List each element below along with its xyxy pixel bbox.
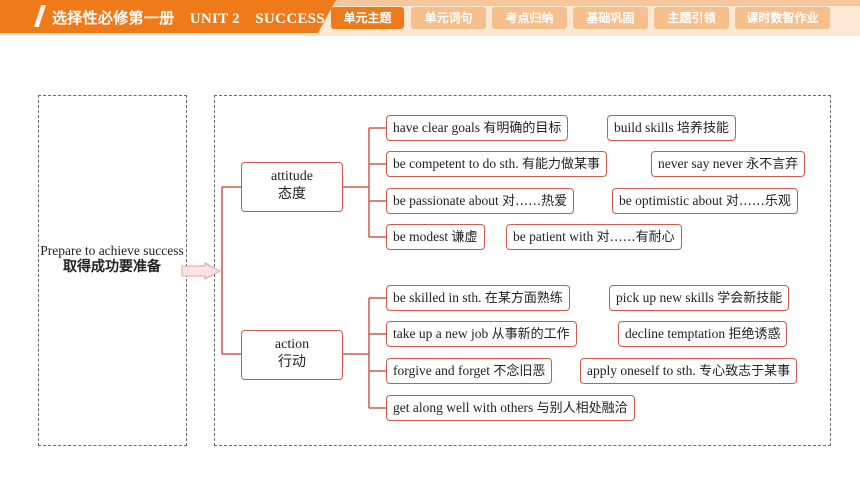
leaf-en: be modest bbox=[393, 229, 449, 244]
leaf-en: take up a new job bbox=[393, 326, 489, 341]
leaf-en: forgive and forget bbox=[393, 363, 490, 378]
branches-frame bbox=[214, 95, 831, 446]
header-accent-strip bbox=[0, 0, 860, 6]
leaf-en: be optimistic about bbox=[619, 193, 723, 208]
page-title: 选择性必修第一册 UNIT 2 SUCCESS bbox=[52, 11, 325, 27]
leaf-en: never say never bbox=[658, 156, 743, 171]
tab-unit-words[interactable]: 单元词句 bbox=[411, 7, 486, 29]
leaf-en: pick up new skills bbox=[616, 290, 714, 305]
leaf-en: be skilled in sth. bbox=[393, 290, 482, 305]
leaf-en: have clear goals bbox=[393, 120, 480, 135]
tab-digital-homework[interactable]: 课时数智作业 bbox=[735, 7, 830, 29]
leaf-action-2a: take up a new job 从事新的工作 bbox=[386, 321, 577, 347]
leaf-zh: 对……乐观 bbox=[725, 194, 791, 209]
leaf-en: build skills bbox=[614, 120, 674, 135]
tab-theme-guide[interactable]: 主题引领 bbox=[654, 7, 729, 29]
leaf-en: be passionate about bbox=[393, 193, 499, 208]
branch-action: action 行动 bbox=[241, 330, 343, 380]
leaf-zh: 永不言弃 bbox=[746, 157, 799, 172]
leaf-en: get along well with others bbox=[393, 400, 534, 415]
leaf-zh: 在某方面熟练 bbox=[484, 291, 563, 306]
leaf-zh: 培养技能 bbox=[677, 121, 730, 136]
leaf-attitude-3a: be passionate about 对……热爱 bbox=[386, 188, 575, 214]
leaf-zh: 不念旧恶 bbox=[493, 364, 546, 379]
branch-attitude-zh: 态度 bbox=[278, 186, 306, 202]
leaf-zh: 学会新技能 bbox=[717, 291, 783, 306]
leaf-en: apply oneself to sth. bbox=[587, 363, 696, 378]
leaf-action-4a: get along well with others 与别人相处融洽 bbox=[386, 395, 635, 421]
leaf-en: decline temptation bbox=[625, 326, 726, 341]
leaf-action-1a: be skilled in sth. 在某方面熟练 bbox=[386, 285, 570, 311]
leaf-attitude-3b: be optimistic about 对……乐观 bbox=[612, 188, 798, 214]
leaf-zh: 有能力做某事 bbox=[521, 157, 600, 172]
tab-key-points[interactable]: 考点归纳 bbox=[492, 7, 567, 29]
leaf-zh: 专心致志于某事 bbox=[699, 364, 791, 379]
leaf-en: be competent to do sth. bbox=[393, 156, 519, 171]
leaf-attitude-4a: be modest 谦虚 bbox=[386, 224, 485, 250]
branch-attitude: attitude 态度 bbox=[241, 162, 343, 212]
branch-action-en: action bbox=[274, 337, 310, 352]
tab-unit-theme[interactable]: 单元主题 bbox=[331, 7, 404, 29]
leaf-zh: 对……热爱 bbox=[502, 194, 568, 209]
root-label-zh: 取得成功要准备 bbox=[63, 259, 161, 275]
leaf-zh: 从事新的工作 bbox=[491, 327, 570, 342]
leaf-action-1b: pick up new skills 学会新技能 bbox=[609, 285, 790, 311]
branch-attitude-en: attitude bbox=[271, 169, 313, 184]
leaf-en: be patient with bbox=[513, 229, 594, 244]
leaf-zh: 拒绝诱惑 bbox=[728, 327, 781, 342]
title-tab bbox=[0, 0, 336, 33]
leaf-attitude-2b: never say never 永不言弃 bbox=[651, 151, 806, 177]
leaf-action-3a: forgive and forget 不念旧恶 bbox=[386, 358, 553, 384]
leaf-attitude-4b: be patient with 对……有耐心 bbox=[506, 224, 682, 250]
leaf-action-3b: apply oneself to sth. 专心致志于某事 bbox=[580, 358, 798, 384]
root-node: Prepare to achieve success 取得成功要准备 bbox=[40, 242, 184, 276]
arrow-right-icon bbox=[181, 262, 222, 280]
leaf-zh: 谦虚 bbox=[451, 230, 478, 245]
root-label-en: Prepare to achieve success bbox=[40, 243, 184, 258]
branch-action-zh: 行动 bbox=[278, 354, 306, 370]
tab-basic-practice[interactable]: 基础巩固 bbox=[573, 7, 648, 29]
leaf-zh: 与别人相处融洽 bbox=[536, 401, 628, 416]
leaf-attitude-1a: have clear goals 有明确的目标 bbox=[386, 115, 569, 141]
leaf-zh: 对……有耐心 bbox=[596, 230, 675, 245]
leaf-attitude-2a: be competent to do sth. 有能力做某事 bbox=[386, 151, 607, 177]
leaf-zh: 有明确的目标 bbox=[483, 121, 562, 136]
leaf-action-2b: decline temptation 拒绝诱惑 bbox=[618, 321, 788, 347]
leaf-attitude-1b: build skills 培养技能 bbox=[607, 115, 737, 141]
